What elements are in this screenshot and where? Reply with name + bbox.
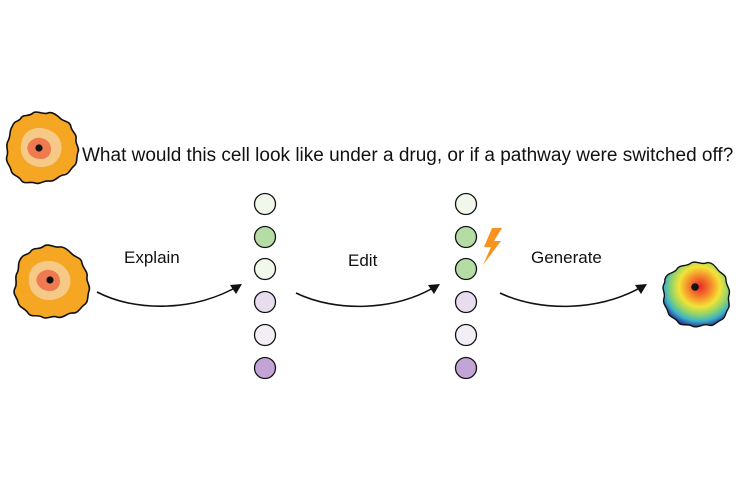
lightning-icon xyxy=(483,228,502,265)
step-label-explain: Explain xyxy=(124,248,180,267)
question-text: What would this cell look like under a d… xyxy=(82,145,734,166)
arrow-icon xyxy=(96,284,242,308)
cell-icon xyxy=(5,111,80,185)
latent-node xyxy=(454,323,478,347)
latent-node xyxy=(253,257,277,281)
latent-node xyxy=(253,225,277,249)
latent-node xyxy=(454,225,478,249)
latent-column-before xyxy=(253,192,277,380)
latent-column-after xyxy=(454,192,478,380)
arrow-icon xyxy=(499,284,647,308)
latent-node xyxy=(253,192,277,216)
step-label-edit: Edit xyxy=(348,251,378,270)
latent-node xyxy=(253,323,277,347)
latent-node xyxy=(454,257,478,281)
latent-node xyxy=(253,290,277,314)
step-label-generate: Generate xyxy=(531,248,602,267)
generated-cell-icon xyxy=(662,261,731,328)
arrow-icon xyxy=(295,284,440,308)
latent-node xyxy=(454,356,478,380)
latent-node xyxy=(454,290,478,314)
latent-node xyxy=(454,192,478,216)
cell-icon xyxy=(13,244,91,319)
latent-node xyxy=(253,356,277,380)
